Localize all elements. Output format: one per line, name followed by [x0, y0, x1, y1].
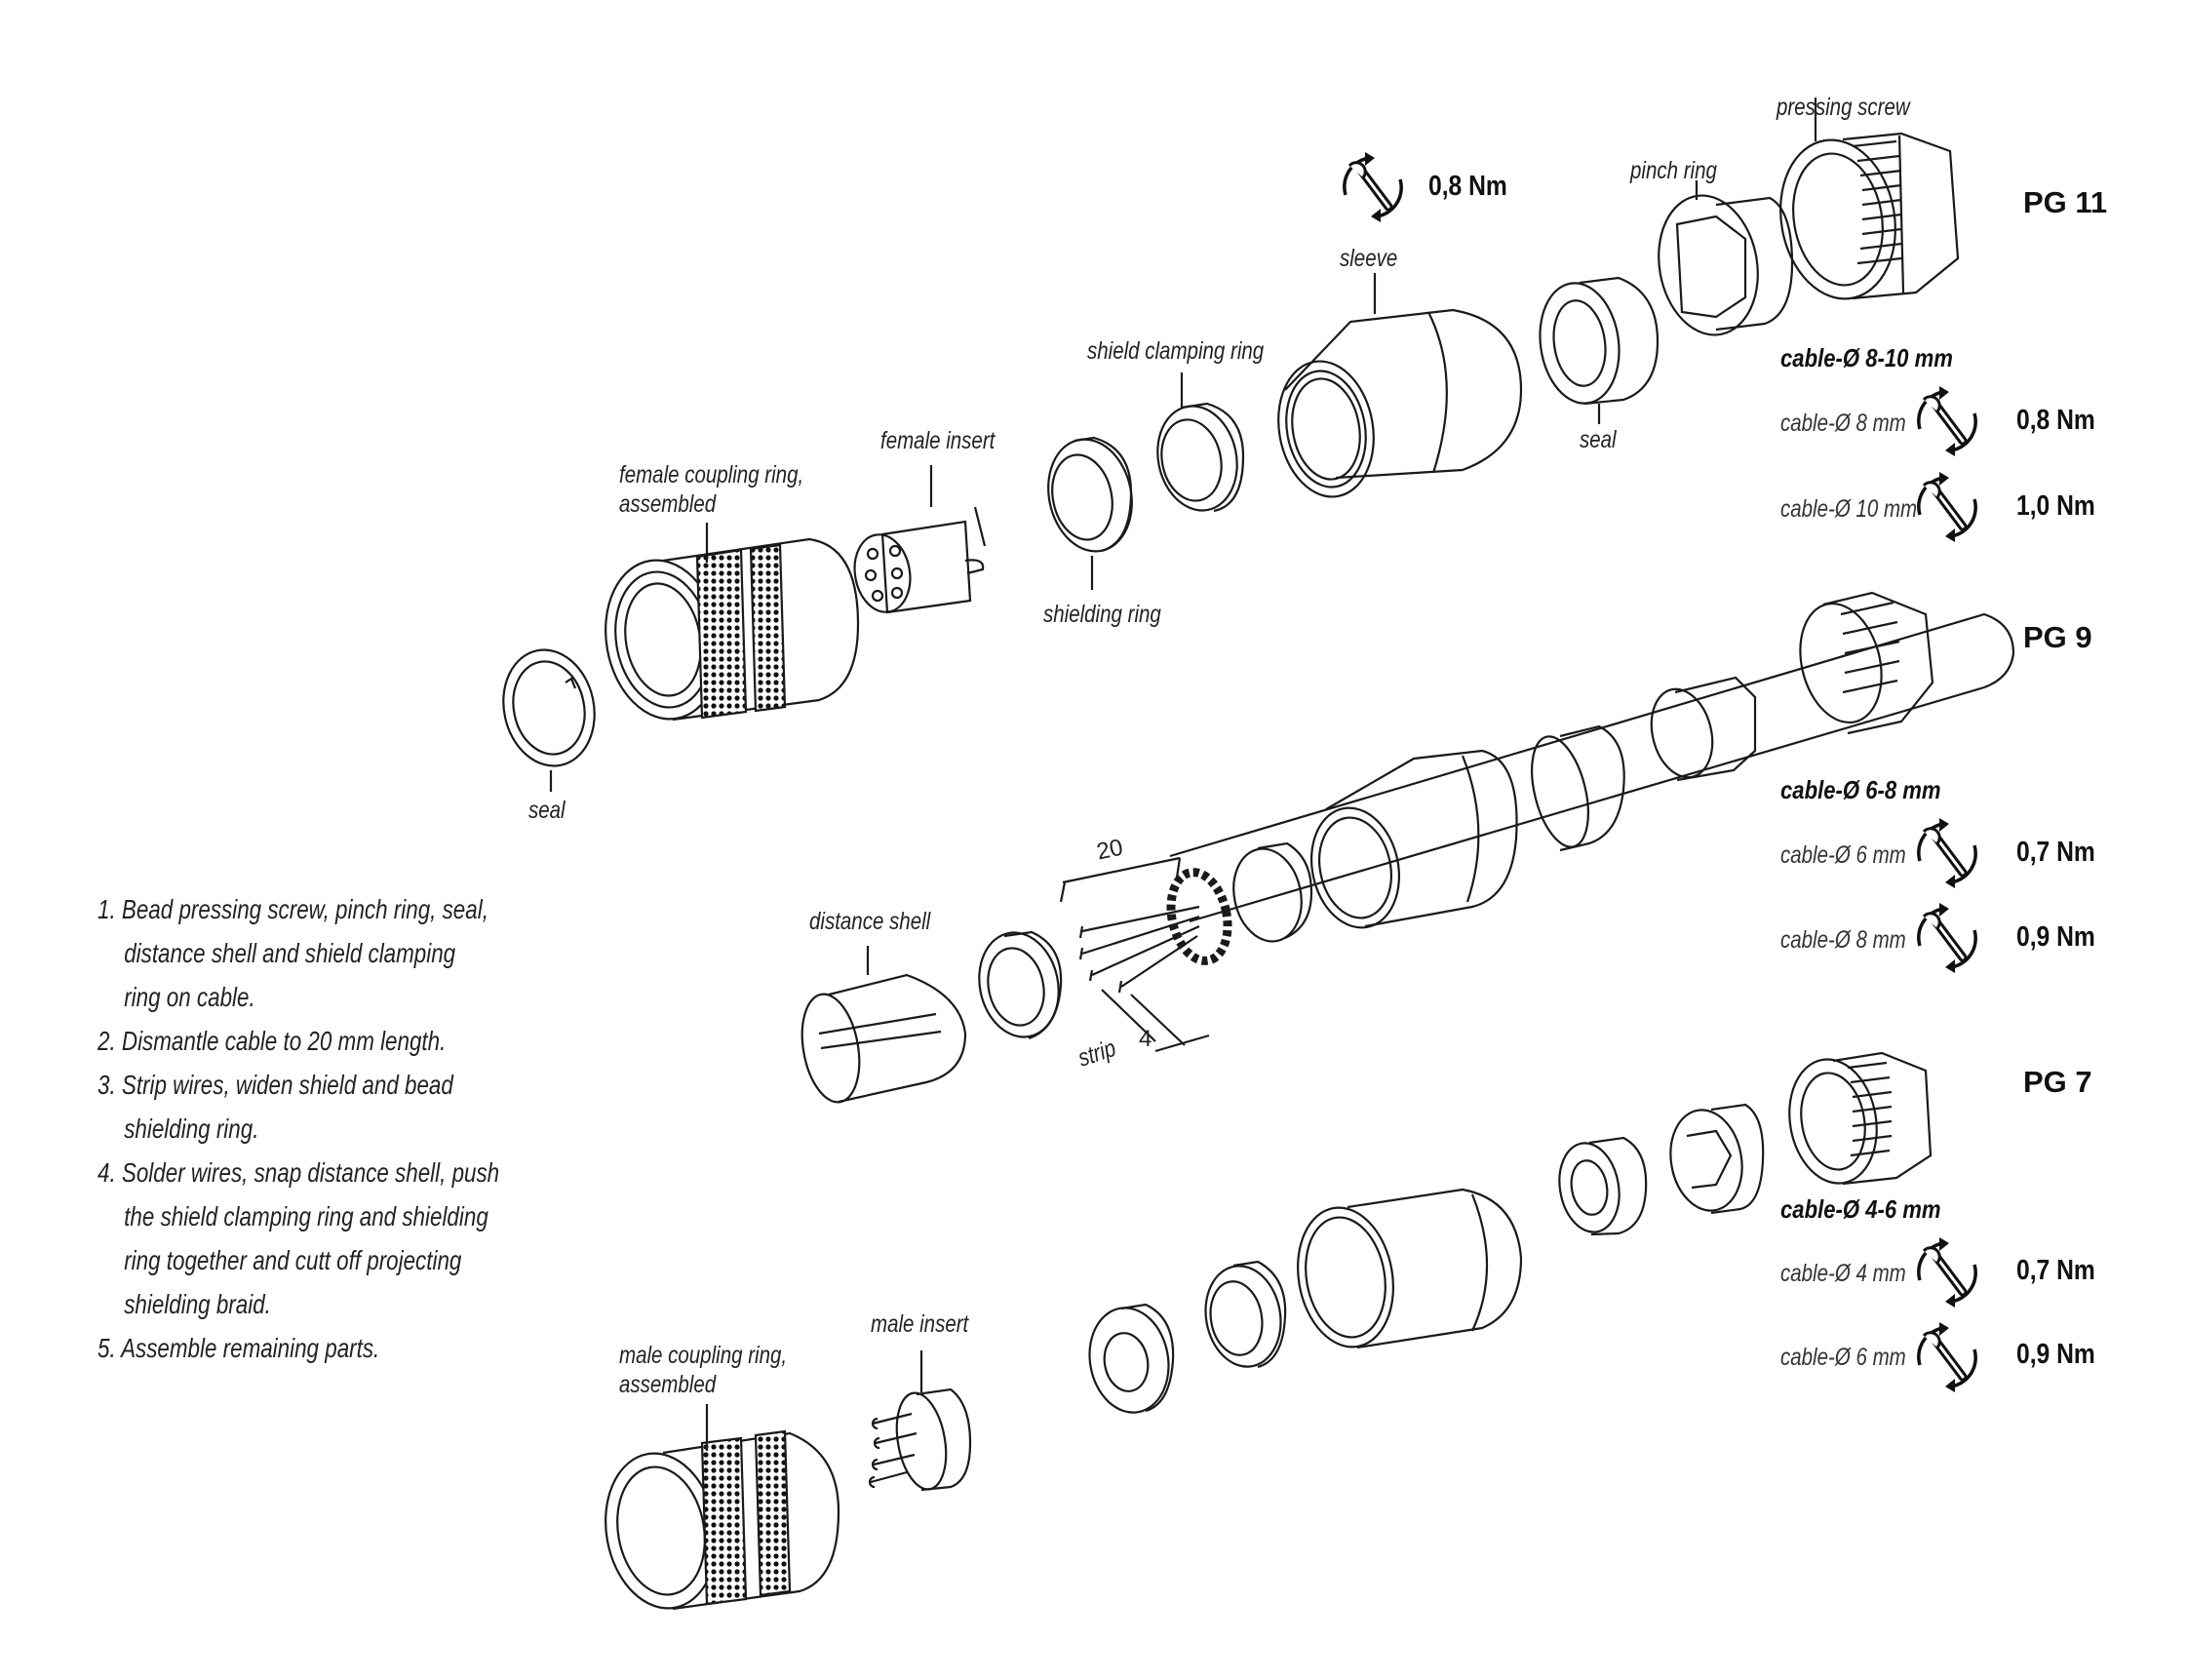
assembly-steps: 1. Bead pressing screw, pinch ring, seal…: [98, 887, 499, 1370]
label-pinch-ring: pinch ring: [1630, 157, 1717, 184]
pg-9-row-1-cable: cable-Ø 6 mm: [1780, 841, 1906, 869]
label-female-coupling-ring: female coupling ring, assembled: [619, 461, 804, 518]
male-insert-part: [868, 1387, 972, 1492]
shielding-ring-part: [1047, 436, 1133, 553]
pressing-screw-part: [1779, 132, 1960, 300]
label-female-insert: female insert: [880, 427, 996, 454]
pg-11-title: PG 11: [2023, 185, 2108, 219]
pg-9-row-1-torque: 0,7 Nm: [2016, 837, 2095, 868]
label-shielding-ring: shielding ring: [1043, 601, 1161, 628]
female-insert-part: [853, 506, 987, 614]
sleeve-part: [1277, 308, 1523, 498]
pinch-ring-bottom: [1669, 1103, 1765, 1215]
step-item: 5. Assemble remaining parts.: [98, 1333, 380, 1363]
female-coupling-ring-part: [605, 537, 860, 722]
pg-11-row-2-cable: cable-Ø 10 mm: [1780, 495, 1918, 523]
pg-7-cable-range: cable-Ø 4-6 mm: [1780, 1194, 1941, 1224]
distance-shell-part: [801, 973, 967, 1104]
step-item: 1. Bead pressing screw, pinch ring, seal…: [98, 894, 488, 1012]
sleeve-bottom: [1297, 1188, 1523, 1349]
label-distance-shell: distance shell: [809, 908, 931, 935]
shield-ring-middle: [978, 930, 1063, 1040]
wrench-rotate-icon: [1919, 1237, 1975, 1308]
step-item: 2. Dismantle cable to 20 mm length.: [98, 1026, 447, 1056]
shielding-ring-bottom: [1088, 1303, 1175, 1414]
label-seal-top: seal: [1580, 426, 1617, 453]
label-sleeve: sleeve: [1340, 245, 1398, 272]
pg-9-row-2-torque: 0,9 Nm: [2016, 921, 2095, 953]
pg-7-row-2-cable: cable-Ø 6 mm: [1780, 1344, 1906, 1371]
dimension-lines: [1059, 856, 1210, 1053]
dim-4: 4: [1139, 1026, 1152, 1052]
pinch-ring-part: [1658, 194, 1794, 336]
step-item: 4. Solder wires, snap distance shell, pu…: [98, 1157, 500, 1319]
male-coupling-ring-part: [605, 1429, 840, 1611]
pg-7-row-1-torque: 0,7 Nm: [2016, 1255, 2095, 1286]
label-male-insert: male insert: [871, 1310, 969, 1338]
pg-9-row-2-cable: cable-Ø 8 mm: [1780, 926, 1906, 954]
label-male-coupling-ring: male coupling ring, assembled: [619, 1342, 788, 1398]
dim-20: 20: [1094, 834, 1126, 866]
wrench-rotate-icon: [1919, 472, 1975, 542]
pg-7-row-1-cable: cable-Ø 4 mm: [1780, 1260, 1906, 1287]
wrench-rotate-icon: [1919, 903, 1975, 973]
wrench-rotate-icon: [1919, 386, 1975, 456]
seal-top-part: [1539, 276, 1660, 406]
pg-11-row-1-torque: 0,8 Nm: [2016, 405, 2095, 436]
pg-7-title: PG 7: [2023, 1065, 2092, 1099]
cable-assembly: [1078, 591, 2015, 994]
label-seal-left: seal: [528, 797, 566, 824]
sleeve-torque: 0,8 Nm: [1428, 171, 1507, 202]
wrench-rotate-icon: [1919, 1322, 1975, 1392]
step-item: 3. Strip wires, widen shield and bead sh…: [98, 1070, 453, 1144]
pg-7-row-2-torque: 0,9 Nm: [2016, 1339, 2095, 1370]
label-pressing-screw: pressing screw: [1777, 94, 1910, 121]
label-shield-clamping-ring: shield clamping ring: [1087, 337, 1265, 365]
shield-clamping-bottom: [1204, 1260, 1287, 1369]
wrench-rotate-icon: [1919, 818, 1975, 888]
shield-clamping-ring-part: [1156, 402, 1245, 513]
pg-9-cable-range: cable-Ø 6-8 mm: [1780, 775, 1941, 804]
pg-11-cable-range: cable-Ø 8-10 mm: [1780, 343, 1953, 372]
pg-11-row-2-torque: 1,0 Nm: [2016, 490, 2095, 522]
pressing-screw-bottom: [1788, 1051, 1933, 1186]
seal-bottom: [1558, 1136, 1648, 1236]
pg-9-title: PG 9: [2023, 620, 2092, 654]
seal-left-part: [502, 648, 596, 767]
pg-11-row-1-cable: cable-Ø 8 mm: [1780, 410, 1906, 437]
wrench-rotate-icon: [1345, 152, 1401, 222]
